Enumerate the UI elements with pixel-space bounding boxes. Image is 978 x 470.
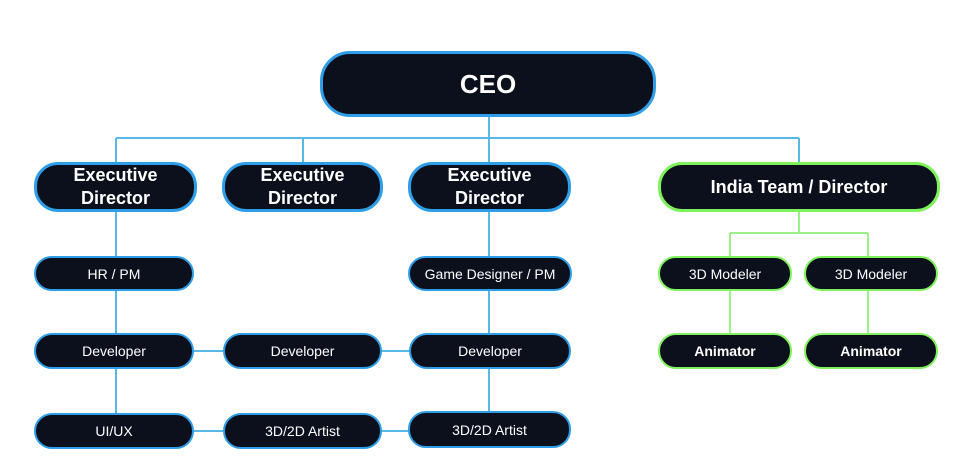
- uiux-label: UI/UX: [95, 423, 133, 439]
- animator-label-1: Animator: [694, 343, 756, 359]
- 3d-modeler-node-2: 3D Modeler: [804, 256, 938, 291]
- developer-node-2: Developer: [223, 333, 382, 369]
- developer-node-3: Developer: [409, 333, 571, 369]
- 3d-modeler-label-2: 3D Modeler: [834, 265, 908, 282]
- developer-node-1: Developer: [34, 333, 194, 369]
- ceo-to-directors-line: [115, 116, 800, 163]
- 3d-modeler-node-1: 3D Modeler: [658, 256, 792, 291]
- ceo-label: CEO: [459, 68, 517, 99]
- modeler-to-animator-line: [729, 291, 869, 333]
- developer-label-3: Developer: [458, 343, 522, 359]
- 3d-modeler-label-1: 3D Modeler: [688, 265, 762, 282]
- animator-node-2: Animator: [804, 333, 938, 369]
- executive-director-label-3: Executive Director: [447, 165, 532, 208]
- india-branch-line: [729, 211, 869, 257]
- uiux-node: UI/UX: [34, 413, 194, 449]
- hr-pm-label: HR / PM: [87, 265, 141, 282]
- developer-label-2: Developer: [270, 343, 335, 359]
- 3d-2d-artist-label-2: 3D/2D Artist: [452, 421, 527, 438]
- game-designer-pm-node: Game Designer / PM: [408, 256, 572, 291]
- animator-node-1: Animator: [658, 333, 792, 369]
- main-connectors: [115, 116, 800, 432]
- 3d-2d-artist-node-2: 3D/2D Artist: [408, 411, 571, 448]
- india-team-director-node: India Team / Director: [658, 162, 940, 212]
- ceo-node: CEO: [320, 51, 656, 117]
- 3d-2d-artist-node-1: 3D/2D Artist: [223, 413, 382, 449]
- game-designer-pm-label: Game Designer / PM: [424, 265, 556, 282]
- 3d-2d-artist-label-1: 3D/2D Artist: [265, 423, 340, 439]
- executive-director-node-1: Executive Director: [34, 162, 197, 212]
- animator-label-2: Animator: [840, 343, 902, 359]
- executive-director-node-3: Executive Director: [408, 162, 571, 212]
- india-team-director-label: India Team / Director: [710, 176, 888, 197]
- executive-director-node-2: Executive Director: [222, 162, 383, 212]
- developer-label-1: Developer: [82, 343, 146, 359]
- india-connectors: [729, 211, 869, 333]
- hr-pm-node: HR / PM: [34, 256, 194, 291]
- executive-director-label-1: Executive Director: [73, 165, 158, 208]
- executive-director-label-2: Executive Director: [260, 165, 345, 208]
